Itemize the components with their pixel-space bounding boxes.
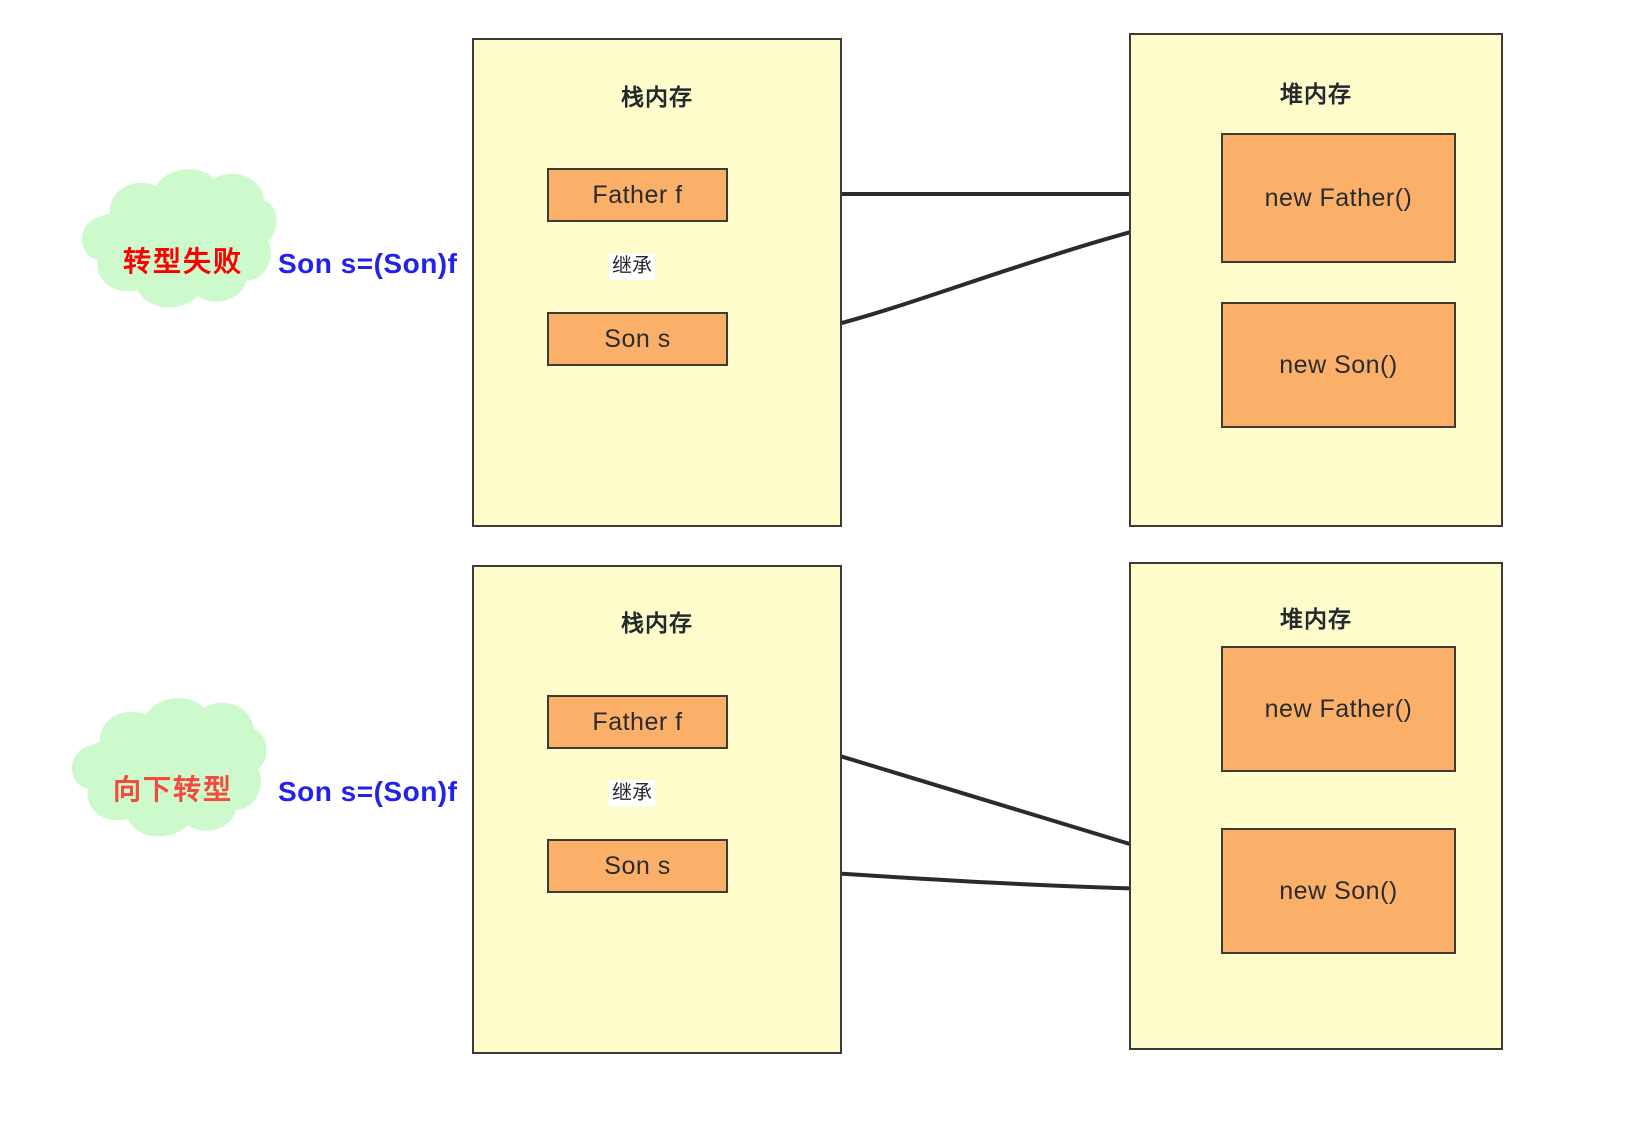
cast-expression-bottom: Son s=(Son)f	[278, 776, 458, 807]
heap-object-new-son-bottom: new Son()	[1221, 828, 1456, 954]
stack-var-son-bottom: Son s	[547, 839, 728, 893]
heap-object-new-father-bottom: new Father()	[1221, 646, 1456, 772]
heap-memory-title-top: 堆内存	[1280, 81, 1352, 107]
cloud-shape-top	[81, 169, 277, 308]
cloud-label-top: 转型失败	[122, 246, 243, 277]
inheritance-label-top: 继承	[609, 253, 655, 280]
stack-memory-title-top: 栈内存	[621, 84, 693, 110]
heap-object-new-father-top: new Father()	[1221, 133, 1456, 263]
stack-var-father-top: Father f	[547, 168, 728, 222]
stack-memory-region-bottom	[472, 565, 842, 1054]
heap-object-new-son-top: new Son()	[1221, 302, 1456, 428]
cast-expression-top: Son s=(Son)f	[278, 248, 458, 279]
stack-var-son-top: Son s	[547, 312, 728, 366]
heap-memory-region-top	[1129, 33, 1503, 527]
cloud-label-bottom: 向下转型	[112, 774, 233, 805]
stack-memory-region-top	[472, 38, 842, 527]
heap-memory-region-bottom	[1129, 562, 1503, 1050]
stack-memory-title-bottom: 栈内存	[621, 610, 693, 636]
inheritance-label-bottom: 继承	[609, 780, 655, 807]
stack-var-father-bottom: Father f	[547, 695, 728, 749]
heap-memory-title-bottom: 堆内存	[1280, 606, 1352, 632]
